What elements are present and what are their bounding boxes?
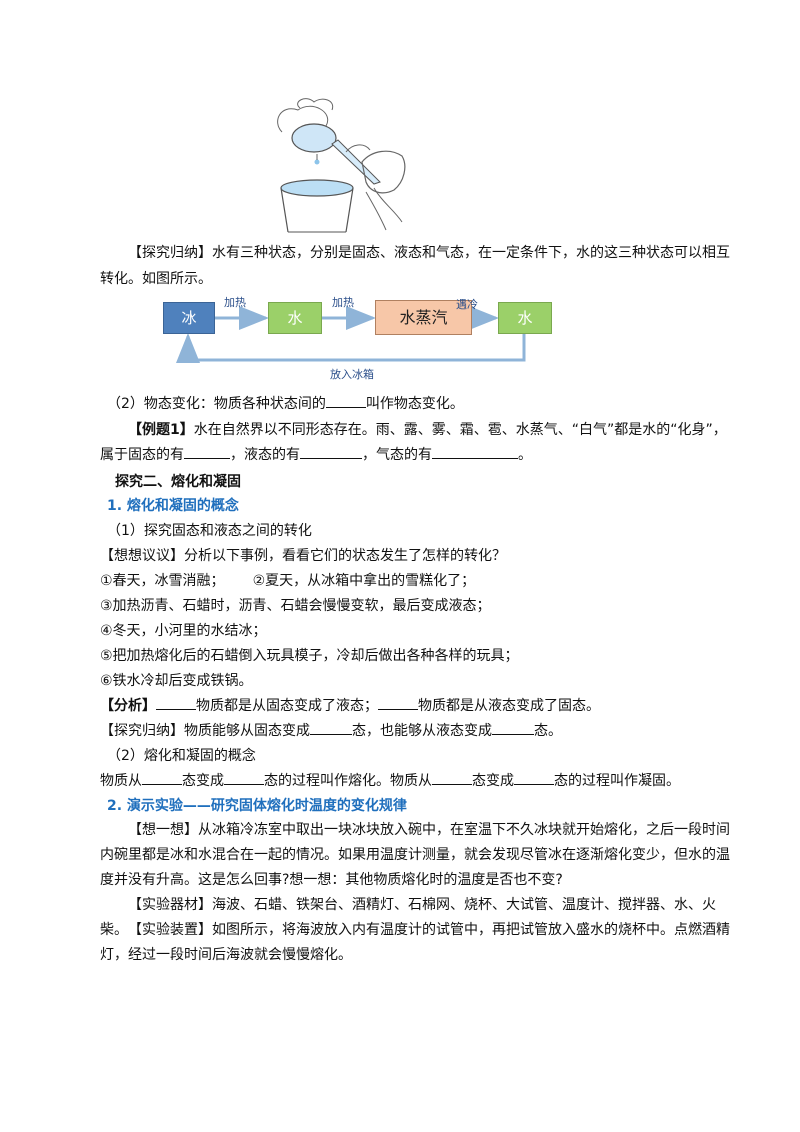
equipment-paragraph: 【实验器材】海波、石蜡、铁架台、酒精灯、石棉网、烧杯、大试管、温度计、搅拌器、水… [100,897,716,938]
subsection-2-title: 2. 演示实验——研究固体熔化时温度的变化规律 [107,798,407,814]
label-cool: 遇冷 [456,298,478,311]
melting-concept: 物质从态变成态的过程叫作熔化。物质从态变成态的过程叫作凝固。 [100,769,730,794]
subsection-1-title: 1. 熔化和凝固的概念 [107,498,239,514]
example-list-4: ④冬天，小河里的水结冰； [100,623,267,639]
box-vapor: 水蒸汽 [375,300,472,335]
subsection-1-item-2: （2）熔化和凝固的概念 [107,748,256,764]
hand-spoon-cup-icon [277,98,406,233]
analysis: 【分析】物质都是从固态变成了液态；物质都是从液态变成了固态。 [100,694,730,719]
label-heat-2: 加热 [332,296,354,309]
box-water-1: 水 [268,302,322,334]
line-physical-change: （2）物态变化：物质各种状态间的叫作物态变化。 [107,392,737,417]
example-list-6: ⑥铁水冷却后变成铁锅。 [100,673,253,689]
example-1: 【例题1】水在自然界以不同形态存在。雨、露、雾、霜、雹、水蒸气、“白气”都是水的… [100,422,727,463]
diagram-arrows [176,306,526,363]
example-tag: 【例题1】 [128,422,194,438]
paragraph-summary: 【探究归纳】水有三种状态，分别是固态、液态和气态，在一定条件下，水的这三种状态可… [100,245,730,287]
state-change-diagram: 冰 加热 水 加热 水蒸汽 遇冷 水 放入冰箱 [150,292,570,384]
label-heat-1: 加热 [224,296,246,309]
example-list-1-2: ①春天，冰雪消融；②夏天，从冰箱中拿出的雪糕化了； [100,573,476,589]
discuss-prompt: 【想想议议】分析以下事例，看看它们的状态发生了怎样的转化？ [100,548,506,564]
subsection-1-item-1: （1）探究固态和液态之间的转化 [107,523,312,539]
example-list-3: ③加热沥青、石蜡时，沥青、石蜡会慢慢变软，最后变成液态； [100,598,491,614]
setup-paragraph: 【实验装置】如图所示，将海波放入内有温度计的试管中，再把试管放入盛水的烧杯中。点… [100,922,730,963]
label-fridge: 放入冰箱 [330,368,374,381]
box-water-2: 水 [498,302,552,334]
arrow-return [176,333,526,363]
exploration-summary: 【探究归纳】物质能够从固态变成态，也能够从液态变成态。 [100,719,730,744]
example-list-5: ⑤把加热熔化后的石蜡倒入玩具模子，冷却后做出各种各样的玩具； [100,648,519,664]
box-ice: 冰 [163,302,215,334]
section-2-title: 探究二、熔化和凝固 [115,474,241,490]
think-paragraph: 【想一想】从冰箱冷冻室中取出一块冰块放入碗中，在室温下不久冰块就开始熔化，之后一… [100,822,730,888]
